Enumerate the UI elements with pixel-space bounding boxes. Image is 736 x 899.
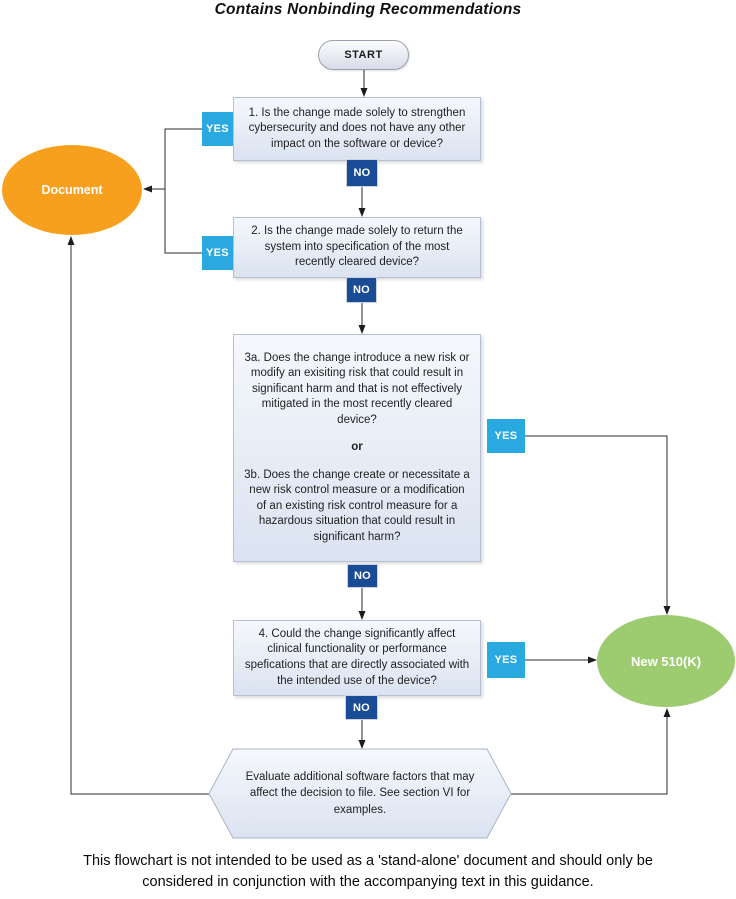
no-badge-q4: NO	[345, 695, 378, 720]
document-terminal: Document	[2, 145, 142, 235]
yes-badge-q1: YES	[202, 112, 233, 146]
evaluate-hexagon-text: Evaluate additional software factors tha…	[245, 771, 475, 816]
question-2-box: 2. Is the change made solely to return t…	[233, 217, 481, 278]
question-1-box: 1. Is the change made solely to strength…	[233, 97, 481, 161]
question-4-box: 4. Could the change significantly affect…	[233, 620, 481, 696]
yes-badge-q2: YES	[202, 236, 233, 270]
hexagon-shape	[208, 748, 512, 839]
flowchart-title: Contains Nonbinding Recommendations	[214, 1, 522, 18]
yes-badge-q4: YES	[487, 642, 525, 678]
no-badge-q1: NO	[346, 159, 378, 187]
yes-badge-q3: YES	[487, 419, 525, 453]
question-3a-text: 3a. Does the change introduce a new risk…	[244, 351, 470, 426]
question-3-box: 3a. Does the change introduce a new risk…	[233, 334, 481, 562]
question-3-or: or	[351, 441, 363, 454]
evaluate-hexagon: Evaluate additional software factors tha…	[208, 748, 512, 839]
footer-note: This flowchart is not intended to be use…	[83, 853, 653, 891]
new-510k-terminal: New 510(K)	[597, 615, 735, 707]
no-badge-q2: NO	[346, 277, 377, 303]
no-badge-q3: NO	[347, 564, 378, 588]
start-node: START	[318, 40, 409, 70]
question-3b-text: 3b. Does the change create or necessitat…	[244, 468, 470, 543]
